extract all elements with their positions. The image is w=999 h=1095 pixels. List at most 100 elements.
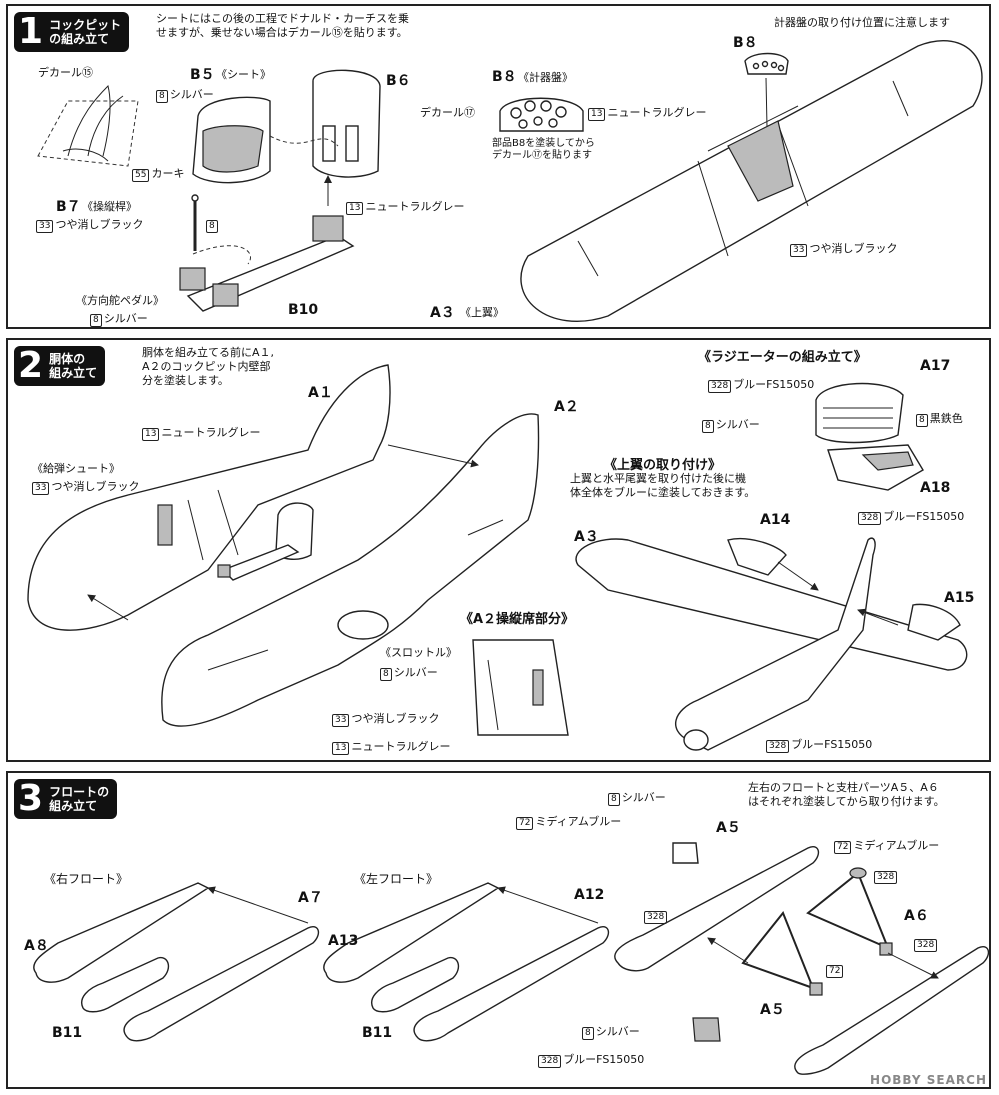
a15-part-label: A15 — [944, 590, 975, 606]
step-2-header: 2 胴体の 組み立て — [14, 345, 106, 386]
a12-part-label: A12 — [574, 887, 605, 903]
blue-code-right: 328 — [874, 869, 899, 884]
fuselage-drawing — [27, 364, 968, 751]
float-drawing — [33, 842, 990, 1075]
a7-part-label: A７ — [298, 890, 323, 906]
b11-part-label: B11 — [52, 1025, 83, 1041]
pedal-label: 《方向舵ペダル》 — [76, 294, 164, 307]
b6-part-label: B６ — [386, 73, 411, 89]
a2-cockpit-inset — [472, 639, 569, 736]
blue-code-left: 328 — [644, 909, 669, 924]
step-3-header: 3 フロートの 組み立て — [14, 778, 118, 819]
a5-part-label-top: A５ — [716, 820, 741, 836]
floor-b10-part — [179, 215, 355, 312]
panel-position-note: 計器盤の取り付け位置に注意します — [774, 16, 950, 29]
seat-assembly — [217, 502, 314, 581]
a3-part-label: A３ — [430, 305, 455, 321]
right-float-parts — [33, 882, 320, 1042]
stick-b7-part — [191, 194, 199, 251]
a17-part-label: A17 — [920, 358, 951, 374]
cockpit-intro-note: シートにはこの後の工程でドナルド・カーチスを乗 せますが、乗せない場合はデカール… — [156, 12, 409, 39]
a8-part-label: A８ — [24, 938, 49, 954]
b8-note: 部品B8を塗装してから デカール⑰を貼ります — [492, 138, 595, 161]
upper-wing-a3-part — [520, 40, 983, 322]
instrument-panel-b8-small — [744, 52, 789, 75]
a5-part-label-bottom: A５ — [760, 1002, 785, 1018]
a13-part-label: A13 — [328, 933, 359, 949]
fuselage-a2-part — [161, 413, 540, 727]
step-1-panel: 1 コックピット の組み立て シートにはこの後の工程でドナルド・カーチスを乗 せ… — [6, 4, 991, 329]
fuselage-intro-note: 胴体を組み立てる前にA１, A２のコックピット内壁部 分を塗装します。 — [142, 346, 275, 387]
medium-blue-code-strut: 72 — [826, 963, 845, 978]
step-title: コックピット の組み立て — [49, 18, 122, 46]
radiator-a17-part — [815, 382, 904, 444]
float-note: 左右のフロートと支柱パーツA５、A６ はそれぞれ塗装してから取り付けます。 — [748, 781, 945, 808]
float-struts-assembly — [614, 842, 990, 1075]
a2-part-label: A２ — [554, 399, 579, 415]
b8-part-label: B８ — [492, 69, 517, 85]
cockpit-drawing — [37, 40, 983, 322]
fuselage-a1-part — [27, 364, 391, 631]
b7-name: 《操縦桿》 — [82, 200, 137, 213]
silver-code-stick: 8 — [206, 218, 220, 233]
a18-part-label: A18 — [920, 480, 951, 496]
b5-part-label: B５ — [190, 67, 215, 83]
instrument-panel-b8-part — [499, 97, 584, 132]
step-number: 1 — [18, 11, 44, 52]
step-number: 3 — [18, 778, 44, 819]
aircraft-assembly — [575, 537, 968, 751]
decal-15-label: デカール⑮ — [38, 66, 93, 79]
cockpit-inset-title: 《A２操縦席部分》 — [460, 612, 575, 627]
a6-part-label: A６ — [904, 908, 929, 924]
b8-top-label: B８ — [733, 35, 758, 51]
step-2-panel: 2 胴体の 組み立て 胴体を組み立てる前にA１, A２のコックピット内壁部 分を… — [6, 338, 991, 762]
decal-15-sketch — [37, 85, 139, 167]
chute-label: 《給弾シュート》 — [32, 462, 120, 475]
decal-17-label: デカール⑰ — [420, 106, 475, 119]
b7-part-label: B７ — [56, 199, 81, 215]
step-title: 胴体の 組み立て — [49, 352, 98, 380]
b10-part-label: B10 — [288, 302, 319, 318]
radiator-a18-part — [827, 444, 924, 491]
left-float-parts — [323, 882, 610, 1042]
step-number: 2 — [18, 345, 44, 386]
b8-name: 《計器盤》 — [518, 71, 573, 84]
seat-b5-part — [192, 96, 271, 184]
step-1-header: 1 コックピット の組み立て — [14, 11, 130, 52]
seat-back-b6-part — [312, 69, 381, 178]
right-float-title: 《右フロート》 — [44, 872, 129, 886]
a1-part-label: A１ — [308, 385, 333, 401]
b11b-part-label: B11 — [362, 1025, 393, 1041]
wing-install-note: 上翼と水平尾翼を取り付けた後に機 体全体をブルーに塗装しておきます。 — [570, 472, 756, 499]
wing-install-title: 《上翼の取り付け》 — [604, 458, 722, 473]
a14-part-label: A14 — [760, 512, 791, 528]
a3-part-label: A３ — [574, 529, 599, 545]
throttle-label: 《スロットル》 — [380, 646, 457, 659]
step-3-panel: 3 フロートの 組み立て — [6, 771, 991, 1089]
step-title: フロートの 組み立て — [49, 785, 110, 813]
blue-code-float: 328 — [914, 937, 939, 952]
radiator-title: 《ラジエーターの組み立て》 — [698, 350, 867, 365]
